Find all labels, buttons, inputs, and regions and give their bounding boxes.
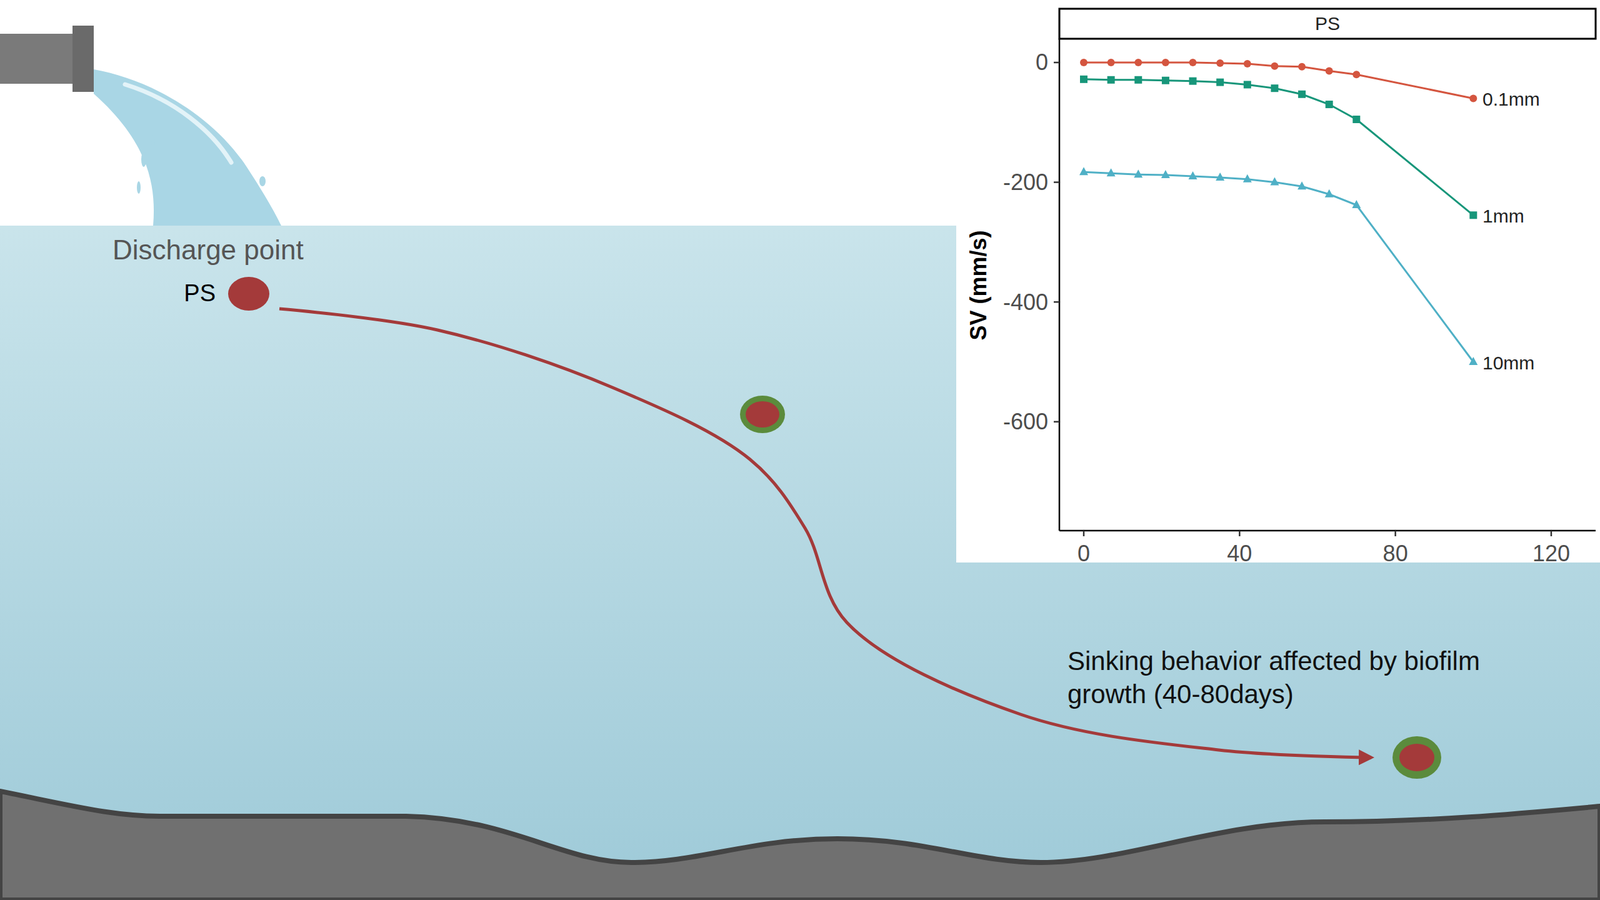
x-tick-label: 120 <box>1532 540 1570 567</box>
y-tick-label: -200 <box>1003 168 1049 196</box>
biofilm-particle <box>740 395 785 434</box>
sea-floor <box>0 791 1600 900</box>
scene-label: Discharge point <box>112 233 304 267</box>
axis-ticks <box>1053 62 1552 537</box>
y-tick-label: 0 <box>1035 48 1049 76</box>
chart-panel <box>956 0 1600 563</box>
particle-node: Sinking behavior affected by biofilm gro… <box>1392 736 1442 779</box>
facet-label: PS <box>1315 12 1340 35</box>
pipe-flange <box>72 25 94 92</box>
stream-highlight <box>125 84 232 163</box>
series-label: 10mm <box>1482 351 1535 375</box>
particle-shape <box>228 276 270 311</box>
y-tick-label: -600 <box>1003 408 1049 435</box>
particle-node: PS <box>228 276 270 311</box>
x-tick-label: 80 <box>1383 540 1409 567</box>
y-tick-label: -400 <box>1003 288 1049 316</box>
x-tick-label: 0 <box>1077 540 1090 567</box>
particle-shape <box>1392 736 1442 779</box>
data-series <box>1079 58 1478 365</box>
y-axis <box>1058 38 1061 531</box>
discharge-stream <box>93 69 282 226</box>
y-axis-title: SV (mm/s) <box>965 230 992 341</box>
series-label: 1mm <box>1482 205 1525 228</box>
annotation-text: Sinking behavior affected by biofilm gro… <box>1067 645 1549 711</box>
series-label: 0.1mm <box>1482 88 1540 111</box>
particle-label: PS <box>183 278 216 309</box>
x-tick-label: 40 <box>1226 540 1252 567</box>
x-axis <box>1059 530 1596 532</box>
facet-strip <box>1059 8 1596 39</box>
water-drops <box>136 135 266 212</box>
pipe-body <box>0 33 77 84</box>
